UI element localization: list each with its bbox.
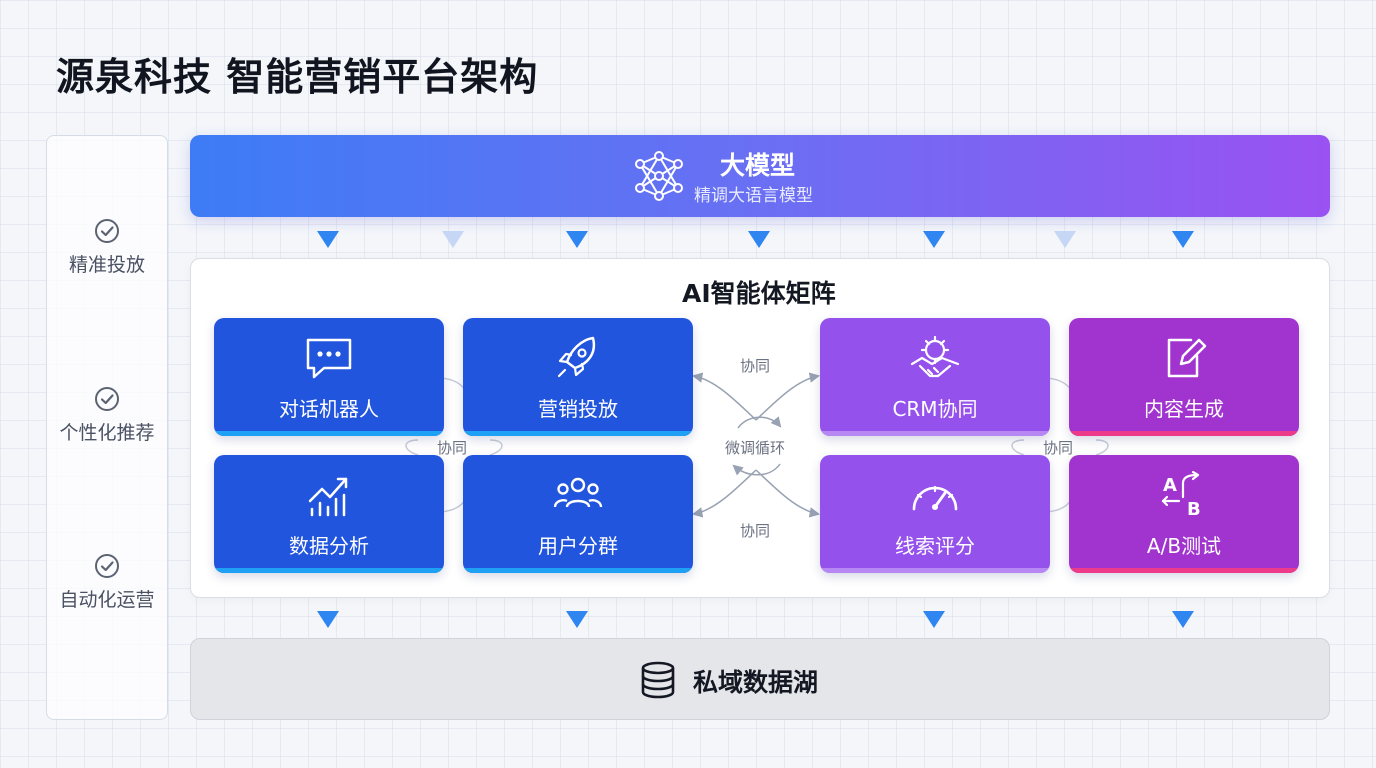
check-circle-icon xyxy=(95,554,119,578)
card-accent-stripe xyxy=(214,431,444,436)
down-arrow xyxy=(317,611,339,628)
llm-subtitle: 精调大语言模型 xyxy=(694,186,813,206)
capability-label: 精准投放 xyxy=(68,254,145,276)
neural-network-icon xyxy=(635,151,683,201)
agent-label: 对话机器人 xyxy=(279,397,379,421)
down-arrow xyxy=(923,611,945,628)
agent-card-campaign[interactable]: 营销投放 xyxy=(463,318,693,436)
agent-card-segmentation[interactable]: 用户分群 xyxy=(463,455,693,573)
edit-icon xyxy=(1167,338,1207,378)
agent-label: 营销投放 xyxy=(538,397,618,421)
capability-item: 自动化运营 xyxy=(47,553,167,612)
card-accent-stripe xyxy=(463,568,693,573)
card-accent-stripe xyxy=(1069,431,1299,436)
agent-card-lead-scoring[interactable]: 线索评分 xyxy=(820,455,1050,573)
card-accent-stripe xyxy=(463,431,693,436)
collab-label: 协同 xyxy=(740,522,771,540)
down-arrow xyxy=(442,231,464,248)
down-arrow xyxy=(923,231,945,248)
down-arrow xyxy=(566,611,588,628)
capability-item: 个性化推荐 xyxy=(47,386,167,445)
page-title: 源泉科技 智能营销平台架构 xyxy=(56,55,539,99)
down-arrow xyxy=(1054,231,1076,248)
matrix-title: AI智能体矩阵 xyxy=(682,279,836,308)
svg-text:B: B xyxy=(1187,499,1201,519)
card-accent-stripe xyxy=(1069,568,1299,573)
collab-label: 协同 xyxy=(740,357,771,375)
down-arrow xyxy=(566,231,588,248)
card-accent-stripe xyxy=(820,431,1050,436)
user-group-icon xyxy=(553,477,603,508)
agent-label: 数据分析 xyxy=(289,534,369,558)
capability-label: 个性化推荐 xyxy=(59,422,155,444)
handshake-gear-icon xyxy=(910,335,960,378)
capability-label: 自动化运营 xyxy=(59,589,155,611)
data-lake-title: 私域数据湖 xyxy=(693,668,819,697)
check-circle-icon xyxy=(95,387,119,411)
private-data-lake-layer xyxy=(190,638,1330,720)
rocket-icon xyxy=(557,336,596,378)
agent-card-content-generation[interactable]: 内容生成 xyxy=(1069,318,1299,436)
agent-card-analytics[interactable]: 数据分析 xyxy=(214,455,444,573)
check-circle-icon xyxy=(95,219,119,243)
collab-label: 协同 xyxy=(1043,439,1074,457)
ab-test-icon: A B xyxy=(1161,471,1201,519)
gauge-icon xyxy=(912,485,958,511)
capability-column: 精准投放 个性化推荐 自动化运营 xyxy=(46,135,168,720)
agent-label: 用户分群 xyxy=(538,534,618,558)
agent-label: A/B测试 xyxy=(1146,534,1222,558)
capability-item: 精准投放 xyxy=(47,218,167,277)
agent-card-crm[interactable]: CRM协同 xyxy=(820,318,1050,436)
card-accent-stripe xyxy=(214,568,444,573)
trend-chart-icon xyxy=(308,477,348,517)
down-arrow xyxy=(748,231,770,248)
agent-card-chatbot[interactable]: 对话机器人 xyxy=(214,318,444,436)
agent-label: CRM协同 xyxy=(892,397,978,421)
down-arrow xyxy=(1172,611,1194,628)
svg-text:A: A xyxy=(1163,475,1177,496)
down-arrow xyxy=(317,231,339,248)
card-accent-stripe xyxy=(820,568,1050,573)
agent-label: 内容生成 xyxy=(1144,397,1224,421)
fine-tune-loop-label: 微调循环 xyxy=(725,439,786,457)
llm-layer xyxy=(190,135,1330,217)
database-icon xyxy=(641,661,675,699)
down-arrow xyxy=(1172,231,1194,248)
agent-card-ab-test[interactable]: A B A/B测试 xyxy=(1069,455,1299,573)
collab-label: 协同 xyxy=(437,439,468,457)
agent-label: 线索评分 xyxy=(895,534,975,558)
chat-bubble-icon xyxy=(306,338,352,379)
llm-title: 大模型 xyxy=(720,151,796,180)
